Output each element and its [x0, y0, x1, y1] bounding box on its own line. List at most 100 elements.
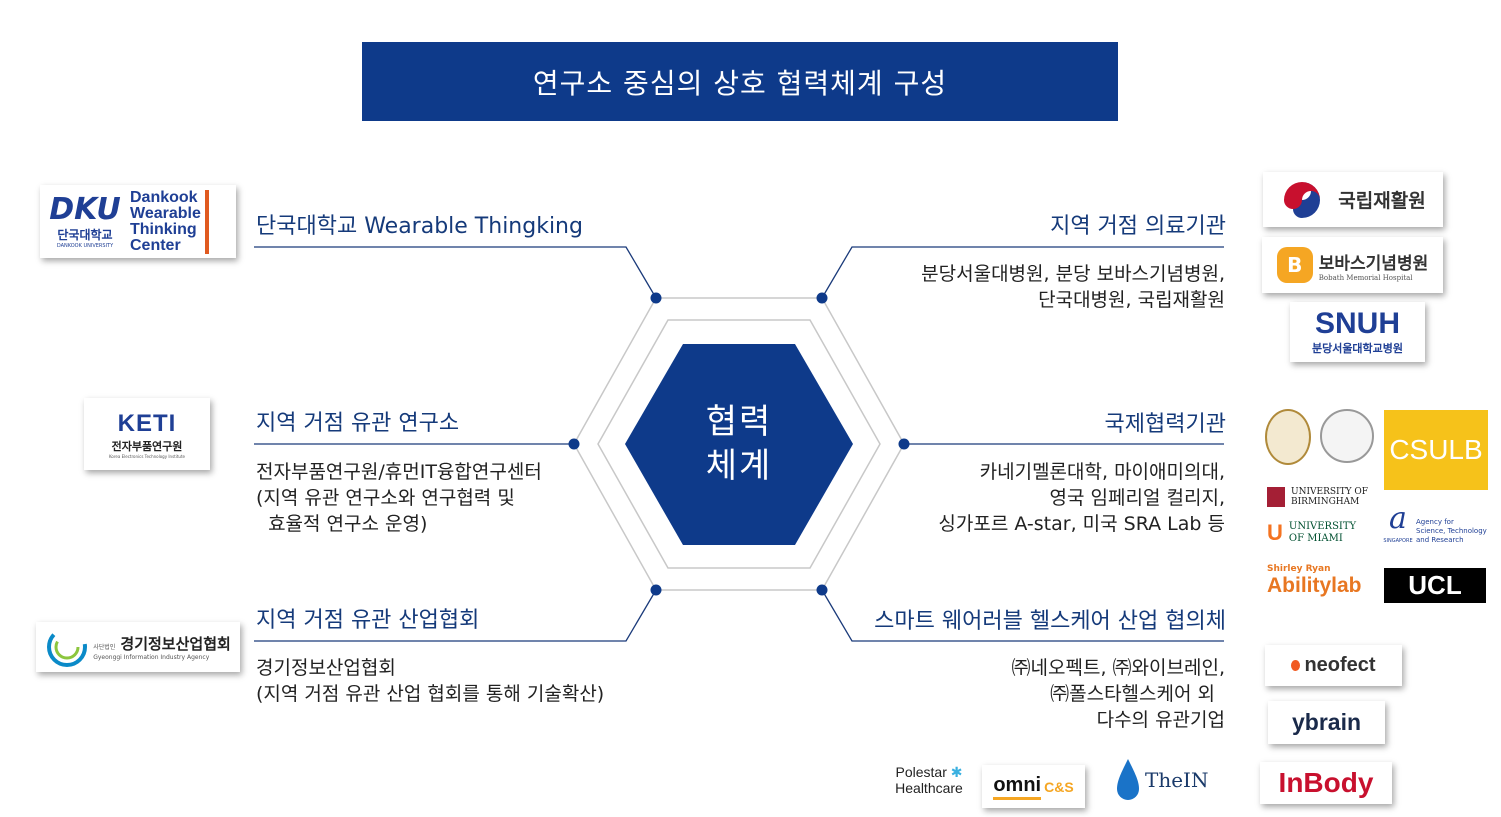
text-line: 카네기멜론대학, 마이애미의대, — [979, 461, 1225, 483]
inbody-mark: InBody — [1278, 767, 1374, 798]
gyeonggi-name-row: 사단법인 경기정보산업협회 — [93, 633, 231, 654]
page-title: 연구소 중심의 상호 협력체계 구성 — [532, 66, 948, 100]
dku-name-line: Thinking — [130, 220, 197, 238]
ybrain-mark: ybrain — [1291, 709, 1362, 735]
nrc-logo: 국립재활원 — [1263, 172, 1443, 227]
miami-text: UNIVERSITY OF MIAMI — [1289, 521, 1356, 545]
astar-logo: a SINGAPORE Agency for Science, Technolo… — [1383, 500, 1488, 552]
neofect-mark: neofect — [1304, 654, 1376, 676]
heading-dankook: 단국대학교 Wearable Thingking — [256, 214, 583, 239]
heading-medical: 지역 거점 의료기관 — [1050, 214, 1226, 239]
connector-bottom-left — [254, 589, 657, 642]
snuh-korean: 분당서울대학교병원 — [1311, 342, 1404, 355]
polestar-line1-text: Polestar — [895, 764, 947, 780]
astar-a-icon: a — [1389, 501, 1407, 536]
bobath-text-block: 보바스기념병원 Bobath Memorial Hospital — [1319, 249, 1428, 282]
polestar-line1: Polestar ✱ — [884, 764, 974, 780]
miami-u-icon: U — [1267, 520, 1283, 545]
omni-suffix: C&S — [1044, 778, 1074, 795]
snuh-mark: SNUH — [1314, 307, 1400, 340]
node-mid-left — [568, 438, 580, 450]
connector-top-right — [821, 246, 1224, 299]
birmingham-text: UNIVERSITY OF BIRMINGHAM — [1291, 487, 1368, 507]
astar-line3: and Research — [1416, 536, 1464, 544]
ability-line1: Shirley Ryan — [1267, 564, 1331, 574]
text-line: 효율적 연구소 운영) — [256, 513, 428, 535]
dku-center-name: Dankook Wearable Thinking Center — [130, 188, 209, 254]
text-line: 전자부품연구원/휴먼IT융합연구센터 — [256, 461, 542, 483]
dku-name-line: Dankook — [130, 188, 198, 206]
text-line: ㈜네오펙트, ㈜와이브레인, — [1011, 657, 1225, 679]
astar-line1: Agency for — [1416, 518, 1454, 526]
polestar-logo: Polestar ✱ Healthcare — [884, 764, 974, 802]
bobath-icon: B — [1276, 247, 1313, 283]
gyeonggi-korean: 경기정보산업협회 — [120, 635, 231, 653]
bobath-korean: 보바스기념병원 — [1318, 253, 1429, 274]
gyeonggi-text-block: 사단법인 경기정보산업협회 Gyeonggi Information Indus… — [93, 633, 231, 661]
title-banner: 연구소 중심의 상호 협력체계 구성 — [362, 42, 1118, 121]
polestar-star-icon: ✱ — [950, 764, 963, 780]
ability-logo: Shirley Ryan Abilitylab — [1267, 564, 1367, 604]
text-line: 단국대병원, 국립재활원 — [1038, 289, 1225, 311]
keti-english: Korea Electronics Technology Institute — [109, 453, 185, 459]
dku-korean: 단국대학교 — [57, 228, 113, 242]
ability-line2: Abilitylab — [1267, 574, 1362, 597]
international-text: 카네기멜론대학, 마이애미의대, 영국 임페리얼 컬리지, 싱가포르 A-sta… — [800, 459, 1225, 537]
seal-icon-2 — [1320, 409, 1374, 463]
nrc-korean: 국립재활원 — [1338, 190, 1426, 212]
astar-mark-block: a SINGAPORE — [1383, 500, 1413, 552]
ucl-logo: UCL — [1384, 568, 1486, 603]
connector-bottom-right — [821, 589, 1224, 642]
taegeuk-icon — [1284, 181, 1321, 218]
text-line: (지역 유관 연구소와 연구협력 및 — [256, 487, 515, 509]
neofect-dot-icon — [1291, 660, 1301, 671]
csulb-logo: CSULB — [1384, 410, 1488, 490]
node-mid-right — [898, 438, 910, 450]
polestar-line2: Healthcare — [895, 780, 963, 796]
bobath-english: Bobath Memorial Hospital — [1318, 273, 1413, 282]
center-hexagon — [625, 344, 853, 545]
dku-english: DANKOOK UNIVERSITY — [56, 243, 114, 249]
inbody-logo: InBody — [1260, 762, 1392, 804]
text-line: 분당서울대병원, 분당 보바스기념병원, — [921, 263, 1225, 285]
middle-hex-ring — [597, 319, 881, 569]
text-line: 영국 임페리얼 컬리지, — [1049, 487, 1225, 509]
text-line: 경기정보산업협회 — [256, 657, 396, 679]
dku-name-line: Center — [130, 236, 181, 254]
gyeonggi-english: Gyeonggi Information Industry Agency — [93, 654, 210, 661]
industry-association-text: 경기정보산업협회 (지역 거점 유관 산업 협회를 통해 기술확산) — [256, 655, 604, 707]
text-line: ㈜폴스타헬스케어 외 — [1050, 683, 1215, 705]
regional-institute-text: 전자부품연구원/휴먼IT융합연구센터 (지역 유관 연구소와 연구협력 및 효율… — [256, 459, 542, 537]
birmingham-crest-icon — [1267, 487, 1285, 507]
astar-line2: Science, Technology — [1416, 527, 1487, 535]
miami-line1: UNIVERSITY — [1288, 521, 1357, 532]
keti-logo: KETI 전자부품연구원 Korea Electronics Technolog… — [84, 398, 210, 470]
neofect-logo: neofect — [1265, 645, 1402, 686]
birmingham-line1: UNIVERSITY OF — [1291, 487, 1369, 497]
node-bottom-right — [816, 584, 828, 596]
medical-text: 분당서울대병원, 분당 보바스기념병원, 단국대병원, 국립재활원 — [800, 261, 1225, 313]
gyeonggi-logo: 사단법인 경기정보산업협회 Gyeonggi Information Indus… — [36, 622, 240, 672]
node-top-right — [816, 292, 828, 304]
center-label-line1: 협력 — [705, 402, 773, 442]
text-line: 싱가포르 A-star, 미국 SRA Lab 등 — [938, 513, 1225, 535]
center-label: 협력 체계 — [664, 400, 814, 488]
gyeonggi-circle-icon — [47, 627, 88, 667]
thein-logo: TheIN — [1115, 755, 1240, 805]
miami-line2: OF MIAMI — [1288, 533, 1343, 544]
ybrain-logo: ybrain — [1268, 701, 1385, 744]
node-bottom-left — [650, 584, 662, 596]
connector-top-left — [254, 246, 657, 299]
industry-council-text: ㈜네오펙트, ㈜와이브레인, ㈜폴스타헬스케어 외 다수의 유관기업 — [800, 655, 1225, 733]
astar-text: Agency for Science, Technology and Resea… — [1416, 518, 1487, 552]
heading-regional-institute: 지역 거점 유관 연구소 — [256, 411, 460, 436]
birmingham-logo: UNIVERSITY OF BIRMINGHAM — [1267, 486, 1377, 508]
astar-line4: SINGAPORE — [1383, 538, 1413, 544]
miami-logo: U UNIVERSITY OF MIAMI — [1267, 520, 1377, 546]
heading-international: 국제협력기관 — [1104, 412, 1226, 437]
snuh-logo: SNUH 분당서울대학교병원 — [1290, 302, 1425, 362]
text-line: (지역 거점 유관 산업 협회를 통해 기술확산) — [256, 683, 605, 705]
seal-icon-1 — [1265, 409, 1311, 465]
dku-name-line: Wearable — [130, 204, 201, 222]
